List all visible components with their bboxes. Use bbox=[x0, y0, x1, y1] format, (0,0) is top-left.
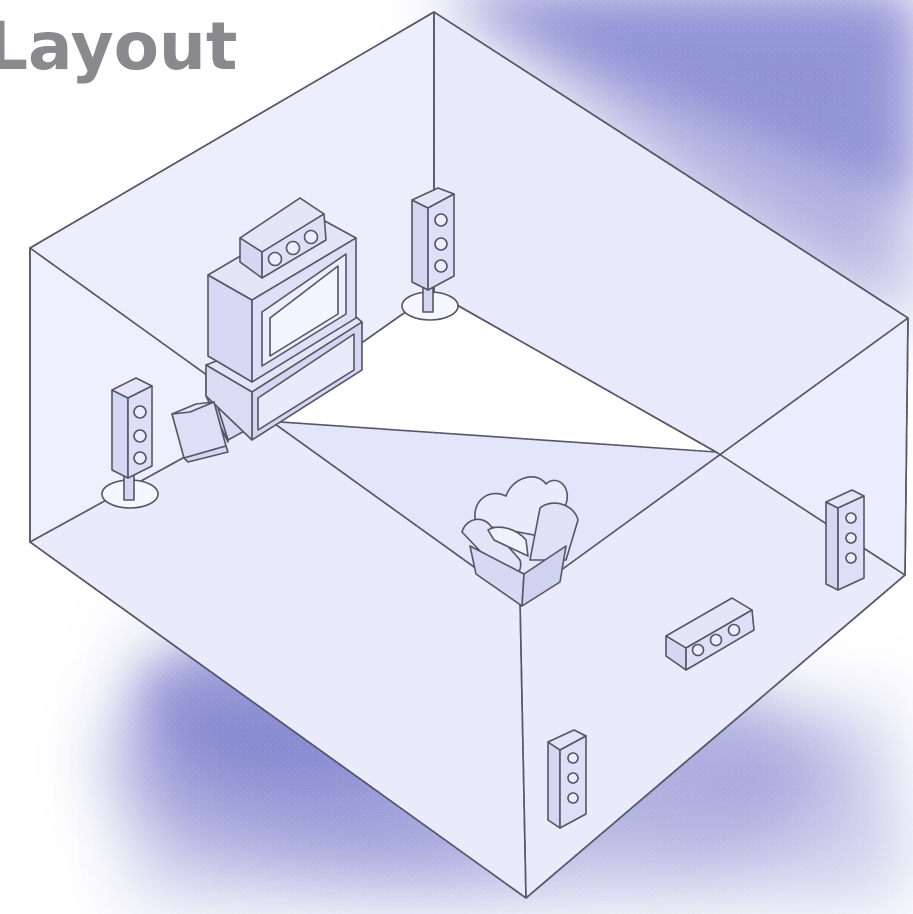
tv bbox=[205, 213, 363, 443]
front-right-speaker bbox=[401, 187, 459, 321]
page-title: Layout bbox=[0, 8, 238, 85]
center-speaker bbox=[239, 197, 327, 279]
armchair bbox=[461, 476, 579, 607]
surround-left-speaker bbox=[547, 729, 587, 829]
subwoofer bbox=[171, 401, 229, 463]
surround-right-speaker bbox=[825, 489, 865, 591]
rear-center-speaker bbox=[665, 597, 755, 671]
front-left-speaker bbox=[101, 377, 159, 509]
